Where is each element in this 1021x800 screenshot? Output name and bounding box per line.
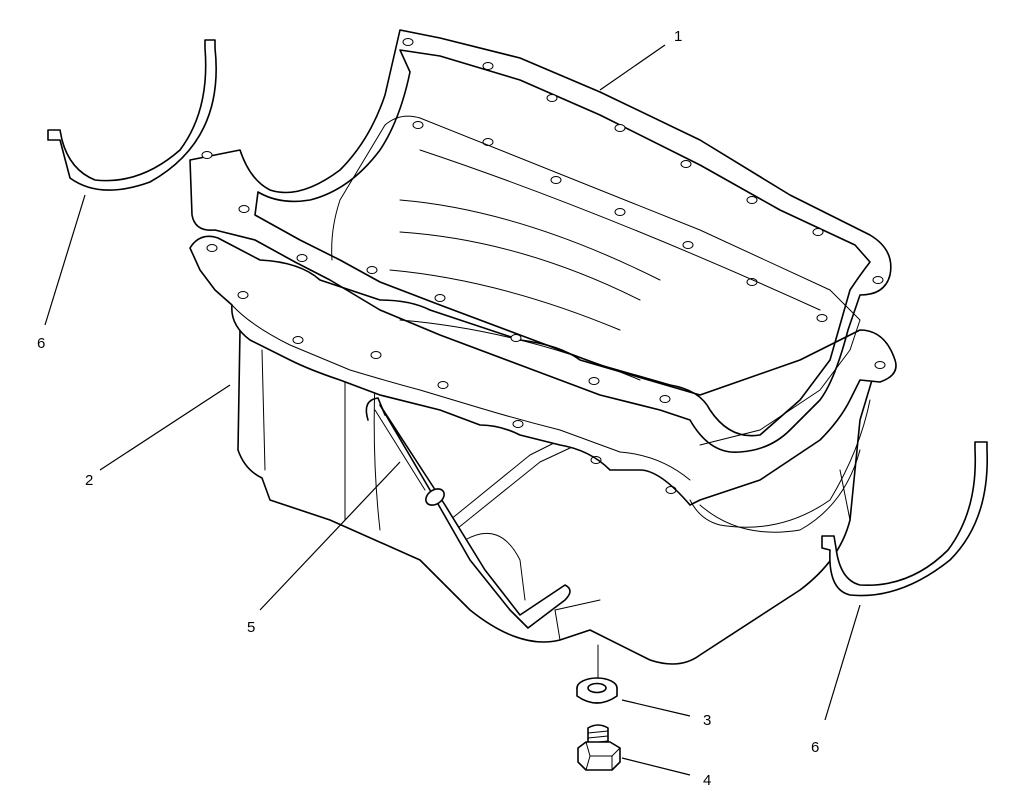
callout-1: 1 bbox=[674, 28, 682, 45]
leader-line-4 bbox=[621, 757, 691, 776]
leader-line-1 bbox=[599, 44, 666, 91]
callout-5: 5 bbox=[247, 619, 255, 636]
callout-6-right: 6 bbox=[811, 739, 819, 756]
leader-line-2 bbox=[99, 384, 231, 471]
oil-pan-gasket bbox=[189, 29, 892, 453]
leader-line-5 bbox=[259, 461, 401, 611]
drain-plug bbox=[577, 724, 621, 771]
leader-lines bbox=[44, 44, 861, 776]
callout-6-left: 6 bbox=[37, 335, 45, 352]
callout-labels: 1 2 3 4 5 6 6 bbox=[37, 28, 819, 789]
callout-3: 3 bbox=[703, 712, 711, 729]
leader-line-3 bbox=[621, 699, 691, 717]
callout-4: 4 bbox=[703, 772, 711, 789]
dipstick-tube bbox=[365, 397, 571, 629]
drain-plug-washer bbox=[576, 677, 618, 704]
rear-end-seal-left bbox=[47, 39, 217, 191]
front-end-seal-right bbox=[821, 441, 989, 597]
leader-line-6-left bbox=[44, 194, 86, 326]
callout-2: 2 bbox=[85, 472, 93, 489]
leader-line-6-right bbox=[824, 604, 861, 721]
oil-pan bbox=[189, 115, 897, 679]
